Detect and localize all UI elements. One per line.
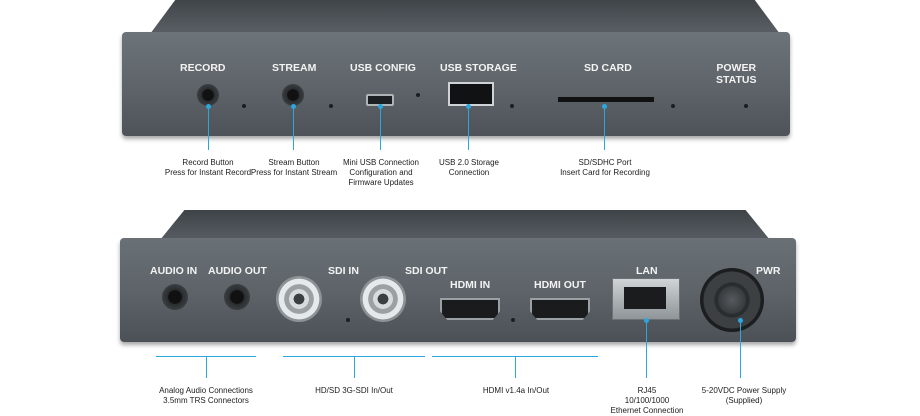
usb-storage-label: USB STORAGE [440, 62, 517, 74]
stream-callout-dot [291, 104, 296, 109]
stream-callout-line [293, 106, 294, 150]
sdi-callout: HD/SD 3G-SDI In/Out [315, 386, 393, 395]
record-callout-line [208, 106, 209, 150]
lan-port[interactable] [612, 278, 680, 320]
pwr-label: PWR [756, 265, 781, 277]
sdi-out-label: SDI OUT [405, 265, 448, 277]
sdi-in-connector[interactable] [276, 276, 322, 322]
audio-callout: Analog Audio Connections 3.5mm TRS Conne… [159, 386, 253, 405]
audio-out-label: AUDIO OUT [208, 265, 267, 277]
back-device: AUDIO IN AUDIO OUT SDI IN SDI OUT HDMI I… [120, 238, 796, 342]
audio-out-jack[interactable] [224, 284, 250, 310]
lan-callout: RJ45 10/100/1000 Ethernet Connection [610, 386, 684, 415]
sdi-callout-line [354, 356, 355, 378]
power-callout-line [740, 320, 741, 378]
sdi-led [346, 318, 350, 322]
power-connector-core [718, 286, 746, 314]
usb-config-callout: Mini USB Connection Configuration and Fi… [342, 158, 420, 187]
hdmi-in-port[interactable] [440, 298, 500, 320]
sd-card-led [671, 104, 675, 108]
power-status-label: POWER STATUS [716, 62, 757, 86]
audio-in-jack[interactable] [162, 284, 188, 310]
usb-config-callout-line [380, 106, 381, 150]
power-status-led [744, 104, 748, 108]
record-led [242, 104, 246, 108]
lan-label: LAN [636, 265, 658, 277]
stream-button[interactable] [282, 84, 304, 106]
usb-config-callout-dot [378, 104, 383, 109]
power-callout: 5-20VDC Power Supply (Supplied) [701, 386, 787, 405]
hdmi-callout-line [515, 356, 516, 378]
hdmi-out-port[interactable] [530, 298, 590, 320]
hdmi-in-label: HDMI IN [450, 279, 491, 291]
sd-card-callout-line [604, 106, 605, 150]
lan-callout-dot [644, 318, 649, 323]
sdi-in-label: SDI IN [328, 265, 359, 277]
front-device-top [150, 0, 780, 34]
hdmi-out-label: HDMI OUT [534, 279, 586, 291]
usb-storage-callout-dot [466, 104, 471, 109]
stream-label: STREAM [272, 62, 317, 74]
stream-led [329, 104, 333, 108]
usb-config-led [416, 93, 420, 97]
usb-storage-port[interactable] [448, 82, 494, 106]
sd-card-callout: SD/SDHC Port Insert Card for Recording [560, 158, 650, 177]
front-device: RECORD STREAM USB CONFIG USB STORAGE SD … [122, 32, 790, 136]
lan-callout-line [646, 320, 647, 378]
sd-card-slot[interactable] [558, 97, 654, 102]
sd-card-callout-dot [602, 104, 607, 109]
stream-callout: Stream Button Press for Instant Stream [250, 158, 338, 177]
record-label: RECORD [180, 62, 226, 74]
back-device-top [160, 210, 770, 240]
usb-storage-led [510, 104, 514, 108]
usb-config-label: USB CONFIG [350, 62, 416, 74]
record-callout-dot [206, 104, 211, 109]
sd-card-label: SD CARD [584, 62, 632, 74]
audio-callout-line [206, 356, 207, 378]
usb-storage-callout-line [468, 106, 469, 150]
sdi-out-connector[interactable] [360, 276, 406, 322]
audio-in-label: AUDIO IN [150, 265, 198, 277]
power-callout-dot [738, 318, 743, 323]
power-connector[interactable] [700, 268, 764, 332]
lan-socket [624, 287, 666, 309]
record-callout: Record Button Press for Instant Record [164, 158, 252, 177]
record-button[interactable] [197, 84, 219, 106]
hdmi-led [511, 318, 515, 322]
usb-storage-callout: USB 2.0 Storage Connection [438, 158, 500, 177]
hdmi-callout: HDMI v1.4a In/Out [482, 386, 550, 395]
